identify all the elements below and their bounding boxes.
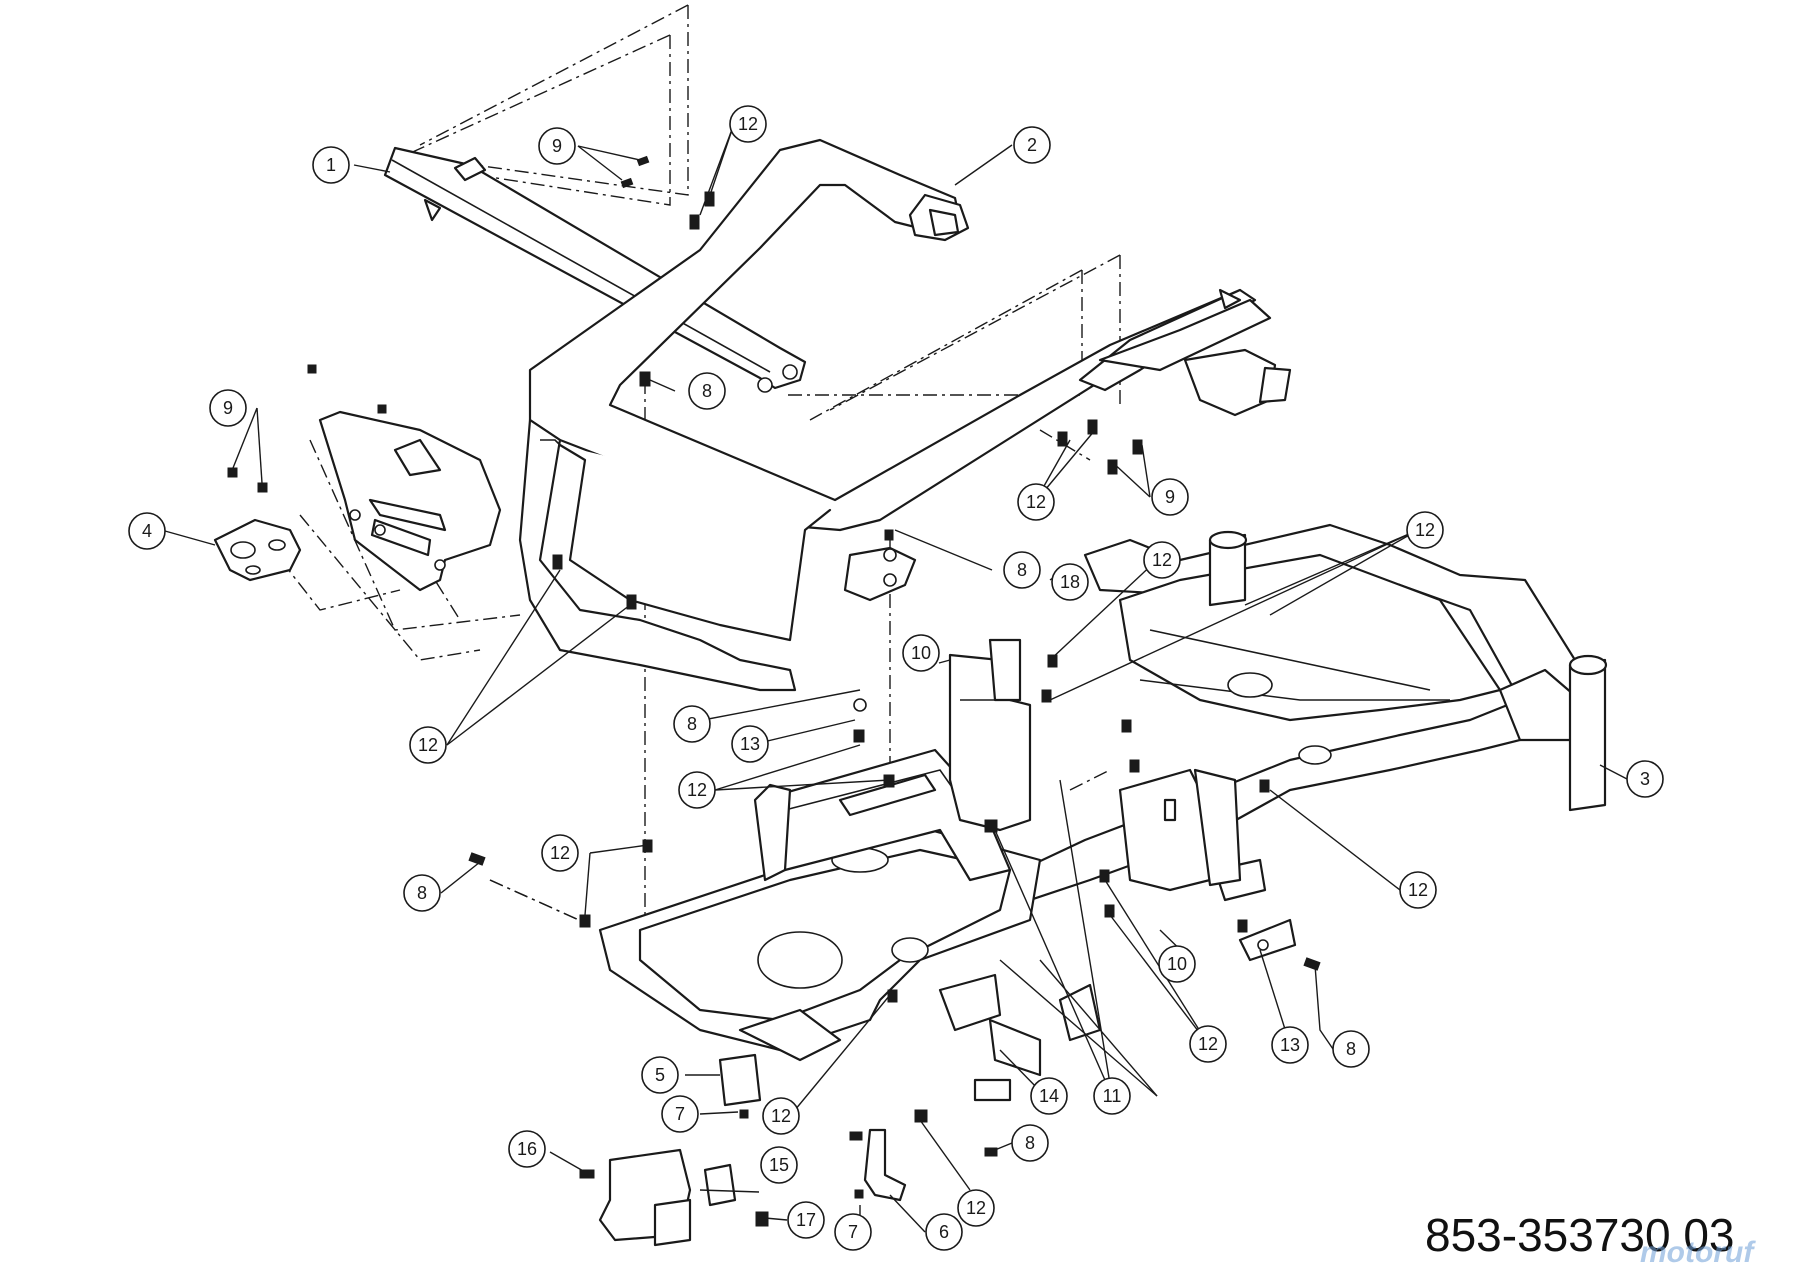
svg-text:16: 16 (517, 1139, 537, 1159)
svg-text:5: 5 (655, 1065, 665, 1085)
front-frame-section (598, 828, 1102, 1102)
svg-text:9: 9 (223, 398, 233, 418)
callout-7: 7 (834, 1213, 872, 1251)
svg-text:14: 14 (1039, 1086, 1059, 1106)
svg-text:8: 8 (1346, 1039, 1356, 1059)
callout-14: 14 (1030, 1077, 1068, 1115)
callout-9: 9 (1151, 478, 1189, 516)
svg-text:12: 12 (771, 1106, 791, 1126)
callout-7: 7 (661, 1095, 699, 1133)
callout-1: 1 (312, 146, 350, 184)
svg-text:3: 3 (1640, 769, 1650, 789)
svg-text:10: 10 (1167, 954, 1187, 974)
svg-text:12: 12 (738, 114, 758, 134)
bracket-5 (718, 1053, 762, 1107)
svg-text:12: 12 (1198, 1034, 1218, 1054)
svg-text:15: 15 (769, 1155, 789, 1175)
callout-3: 3 (1626, 760, 1664, 798)
svg-text:4: 4 (142, 521, 152, 541)
callout-6: 6 (925, 1213, 963, 1251)
svg-text:7: 7 (848, 1222, 858, 1242)
main-chassis-frame (998, 523, 1608, 962)
svg-text:8: 8 (702, 381, 712, 401)
svg-text:6: 6 (939, 1222, 949, 1242)
callout-18: 18 (1051, 563, 1089, 601)
callout-8: 8 (1003, 551, 1041, 589)
callout-12: 12 (1143, 541, 1181, 579)
mounting-brackets (948, 638, 1242, 892)
drawing-part-number: 853-353730 03 (1425, 1209, 1735, 1261)
callout-10: 10 (1158, 945, 1196, 983)
leader-lines (164, 123, 1628, 1233)
callout-8: 8 (688, 372, 726, 410)
callout-12: 12 (1406, 511, 1444, 549)
svg-text:12: 12 (550, 843, 570, 863)
svg-text:12: 12 (1026, 492, 1046, 512)
svg-text:12: 12 (1152, 550, 1172, 570)
callout-12: 12 (678, 771, 716, 809)
callout-13: 13 (731, 725, 769, 763)
svg-text:9: 9 (1165, 487, 1175, 507)
svg-text:9: 9 (552, 136, 562, 156)
svg-text:8: 8 (417, 883, 427, 903)
callout-12: 12 (1017, 483, 1055, 521)
callout-11: 11 (1093, 1077, 1131, 1115)
small-mount-plate (213, 518, 302, 582)
rear-deck-plate (1078, 288, 1292, 417)
callout-8: 8 (1332, 1030, 1370, 1068)
svg-text:8: 8 (1025, 1133, 1035, 1153)
callout-12: 12 (957, 1189, 995, 1227)
callout-9: 9 (538, 127, 576, 165)
svg-text:1: 1 (326, 155, 336, 175)
svg-text:12: 12 (418, 735, 438, 755)
svg-text:8: 8 (687, 714, 697, 734)
svg-text:8: 8 (1017, 560, 1027, 580)
callout-4: 4 (128, 512, 166, 550)
callout-15: 15 (760, 1146, 798, 1184)
console-plate (318, 410, 502, 592)
callout-8: 8 (673, 705, 711, 743)
callout-13: 13 (1271, 1026, 1309, 1064)
callout-12: 12 (762, 1097, 800, 1135)
callout-12: 12 (541, 834, 579, 872)
callout-16: 16 (508, 1130, 546, 1168)
svg-text:7: 7 (675, 1104, 685, 1124)
callout-12: 12 (729, 105, 767, 143)
callout-2: 2 (1013, 126, 1051, 164)
watermark-logo: motoruf (1640, 1236, 1754, 1269)
svg-text:10: 10 (911, 643, 931, 663)
svg-text:13: 13 (1280, 1035, 1300, 1055)
callout-bubbles: 1 2 3 4 5 6 7 7 8 8 8 8 8 8 9 9 9 10 10 … (128, 105, 1664, 1251)
fasteners (227, 155, 1321, 1227)
callout-8: 8 (1011, 1124, 1049, 1162)
front-bumper-bar (383, 146, 807, 393)
front-cross-rail (753, 748, 1012, 882)
svg-text:2: 2 (1027, 135, 1037, 155)
callout-17: 17 (787, 1201, 825, 1239)
callout-9: 9 (209, 389, 247, 427)
roll-frame (518, 138, 1252, 692)
callout-10: 10 (902, 634, 940, 672)
callout-8: 8 (403, 874, 441, 912)
small-brackets (598, 1053, 907, 1247)
svg-text:11: 11 (1103, 1086, 1122, 1106)
svg-text:12: 12 (1408, 880, 1428, 900)
svg-text:17: 17 (796, 1210, 816, 1230)
svg-text:12: 12 (1415, 520, 1435, 540)
callout-12: 12 (1189, 1025, 1227, 1063)
callout-12: 12 (1399, 871, 1437, 909)
callout-5: 5 (641, 1056, 679, 1094)
bracket-6 (863, 1128, 907, 1202)
svg-text:12: 12 (966, 1198, 986, 1218)
callout-12: 12 (409, 726, 447, 764)
svg-text:13: 13 (740, 734, 760, 754)
svg-text:18: 18 (1060, 572, 1080, 592)
svg-text:12: 12 (687, 780, 707, 800)
